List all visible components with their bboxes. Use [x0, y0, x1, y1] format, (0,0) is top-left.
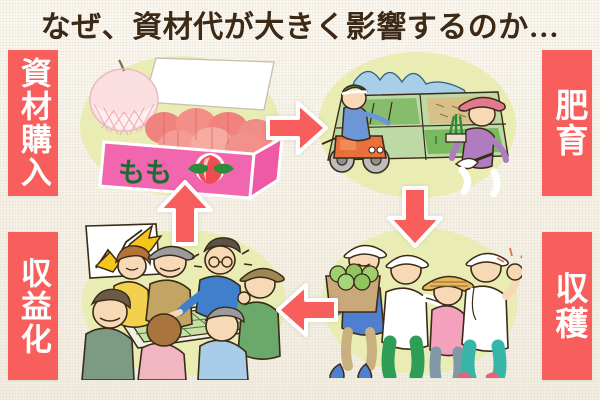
illustration-peach-box: もも [78, 52, 288, 202]
cheer-lines [496, 247, 526, 263]
label-material-purchase: 資材購入 [8, 50, 58, 196]
attendee-foreground-blue [197, 306, 249, 381]
arrow-right-icon [266, 100, 328, 156]
seedling [445, 114, 467, 143]
illustration-sales-meeting [80, 222, 292, 381]
attendee-foreground-left [81, 288, 135, 381]
label-fertilize-grow: 肥育 [542, 50, 592, 196]
attendee-green [237, 267, 285, 360]
box-lid [143, 57, 275, 111]
box-caption: もも [118, 158, 172, 188]
trowel [454, 152, 494, 170]
glasses [208, 256, 233, 268]
farmer-cheering [457, 247, 526, 385]
mountains [349, 70, 470, 99]
farmer-planting [445, 96, 509, 198]
attendee-foreground-pink [137, 313, 187, 381]
arrow-up-icon [156, 178, 214, 246]
arrow-left-icon [276, 282, 338, 338]
vegetable-crate [325, 263, 381, 313]
illustration-field-planting [316, 48, 520, 200]
arrow-down-icon [386, 186, 444, 248]
box-front: もも [98, 135, 284, 201]
tractor-and-driver [321, 84, 391, 174]
illustration-harvest-farmers [318, 224, 526, 385]
emphasis-lines [241, 249, 253, 266]
emphasis-lines [191, 253, 203, 268]
peach-logo [188, 153, 234, 184]
page-title: なぜ、資材代が大きく影響するのか… [40, 11, 560, 44]
netted-peach [89, 59, 159, 136]
label-monetize: 収益化 [8, 232, 58, 380]
label-harvest: 収穫 [542, 232, 592, 380]
